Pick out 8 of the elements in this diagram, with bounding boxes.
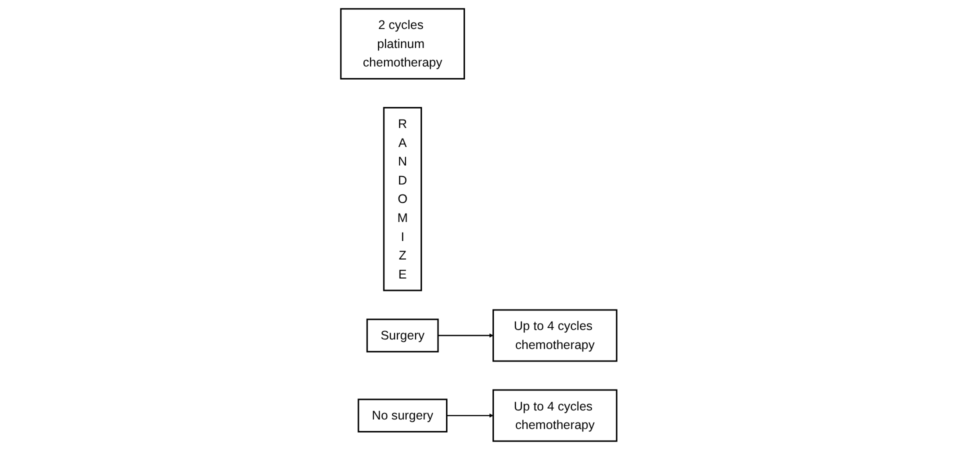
node-box: Up to 4 cycles chemotherapy: [492, 308, 618, 362]
node-box: Up to 4 cycles chemotherapy: [492, 388, 618, 442]
node-box: Surgery: [366, 318, 439, 352]
arrow: [438, 332, 494, 338]
node-box: RANDOMIZE: [383, 106, 422, 291]
arrow: [446, 412, 494, 418]
node-box: No surgery: [358, 398, 448, 432]
node-box: 2 cycles platinum chemotherapy: [340, 8, 466, 79]
